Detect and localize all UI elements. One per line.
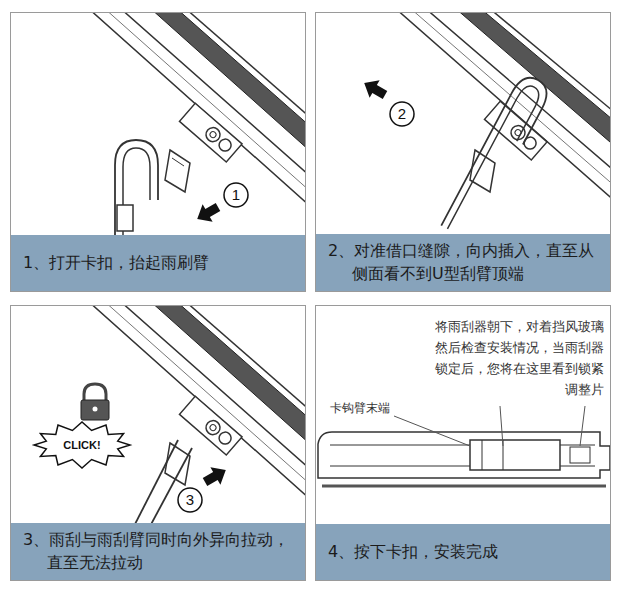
- caption-band: 3、雨刮与雨刮臂同时向外异向拉动，直至无法拉动: [11, 523, 305, 580]
- part-label: 卡钩臂末端: [330, 400, 390, 416]
- step-panel: 2、对准借口缝隙，向内插入，直至从侧面看不到U型刮臂顶端: [315, 12, 611, 292]
- step-caption: 1、打开卡扣，抬起雨刷臂: [11, 246, 305, 280]
- step-caption: 3、雨刮与雨刮臂同时向外异向拉动，直至无法拉动: [11, 523, 305, 580]
- wiper-arm-drawing: [88, 12, 306, 236]
- callout-number: 2: [390, 102, 414, 126]
- step-panel: 1、打开卡扣，抬起雨刷臂: [10, 12, 306, 292]
- wiper-side-drawing: [318, 406, 610, 486]
- caption-band: 1、打开卡扣，抬起雨刷臂: [11, 235, 305, 291]
- callout-number: 1: [224, 183, 248, 207]
- click-text: CLICK!: [52, 437, 112, 453]
- step-caption: 4、按下卡扣，安装完成: [316, 535, 610, 569]
- wiper-arm-drawing: [359, 12, 611, 236]
- step-panel: 3、雨刮与雨刮臂同时向外异向拉动，直至无法拉动: [10, 305, 306, 581]
- caption-band: 4、按下卡扣，安装完成: [316, 524, 610, 580]
- wiper-arm-drawing: [34, 305, 306, 525]
- caption-band: 2、对准借口缝隙，向内插入，直至从侧面看不到U型刮臂顶端: [316, 234, 610, 291]
- note-text: 将雨刮器朝下，对着挡风玻璃 然后检查安装情况，当雨刮器 锁定后，您将在这里看到锁…: [424, 316, 604, 400]
- callout-number: 3: [178, 488, 202, 512]
- step-caption: 2、对准借口缝隙，向内插入，直至从侧面看不到U型刮臂顶端: [316, 234, 610, 291]
